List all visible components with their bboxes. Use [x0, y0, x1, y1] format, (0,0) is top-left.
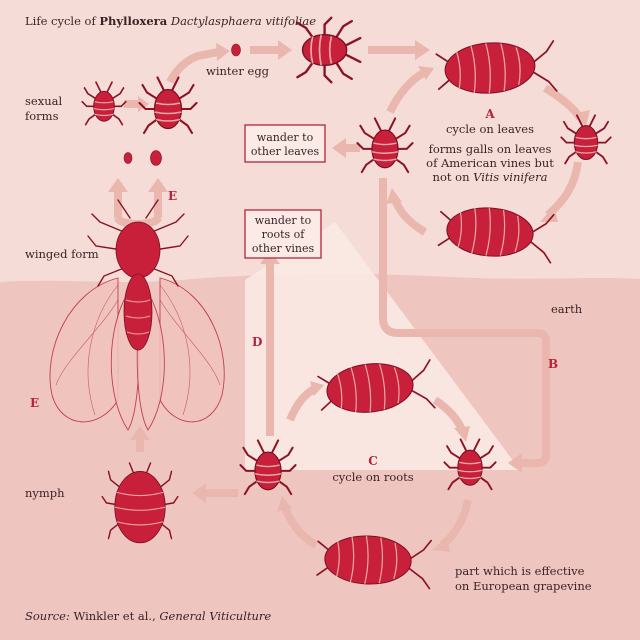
label-letter-e-left: E [30, 396, 39, 410]
cycle-arrows [108, 40, 590, 552]
source-credit: Source: Winkler et al., General Viticult… [25, 609, 271, 623]
leaf-gall-adult-top [435, 37, 558, 100]
box-wander-roots-other-vines: wander to roots of other vines [244, 209, 322, 259]
svg-text:wander to: wander to [255, 214, 312, 227]
label-effective-line2: on European grapevine [455, 579, 592, 593]
label-nymph: nymph [25, 486, 65, 500]
label-letter-c: C [368, 454, 378, 468]
label-cycle-on-roots: cycle on roots [332, 470, 413, 484]
svg-text:other leaves: other leaves [251, 145, 320, 158]
label-galls-line1: forms galls on leaves [429, 142, 552, 156]
label-galls-line3: not on Vitis vinifera [433, 170, 548, 184]
label-sexual-forms-line2: forms [25, 109, 59, 123]
svg-text:roots of: roots of [262, 228, 306, 241]
label-letter-a: A [484, 107, 495, 121]
insect-illustrations [49, 16, 612, 590]
label-letter-e-top: E [168, 189, 177, 203]
label-earth: earth [551, 302, 583, 316]
sexual-female-insect [138, 76, 198, 135]
svg-text:other vines: other vines [252, 242, 315, 255]
label-cycle-on-leaves: cycle on leaves [446, 122, 534, 136]
box-wander-other-leaves: wander to other leaves [244, 124, 326, 163]
svg-text:wander to: wander to [257, 131, 314, 144]
sexual-egg-large [150, 150, 162, 166]
leaf-gall-adult-bottom [437, 203, 555, 264]
label-effective-line1: part which is effective [455, 564, 585, 578]
sexual-male-insect [81, 81, 127, 126]
sexual-egg-small [123, 152, 133, 164]
leaf-cycle-crawler [356, 117, 414, 174]
label-galls-line2: of American vines but [426, 156, 554, 170]
diagram-title: Life cycle of Phylloxera Dactylasphaera … [25, 14, 316, 28]
label-winged-form: winged form [25, 247, 99, 261]
label-letter-d: D [252, 335, 262, 349]
winged-form-insect [49, 199, 225, 431]
winter-egg-illustration [231, 43, 241, 57]
label-winter-egg: winter egg [206, 64, 270, 78]
label-letter-b: B [548, 357, 558, 371]
label-sexual-forms-line1: sexual [25, 94, 62, 108]
